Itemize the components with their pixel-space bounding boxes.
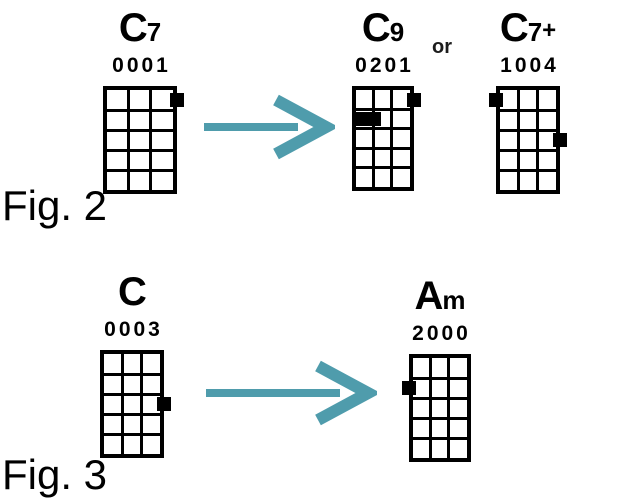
chord-diagram-c7: C7 0001 xyxy=(80,8,200,194)
fingering-c9: 0201 xyxy=(355,54,414,77)
finger-dot xyxy=(407,92,421,107)
substitution-arrow-fig2 xyxy=(204,94,335,160)
fretboard-inner xyxy=(107,90,184,190)
finger-dot xyxy=(553,133,567,147)
figure-2-label: Fig. 2 xyxy=(2,182,108,229)
finger-dot xyxy=(157,397,171,411)
fret-line xyxy=(413,396,467,400)
fret-line xyxy=(107,148,173,152)
chord-root: C xyxy=(361,6,391,50)
chord-root: A xyxy=(414,274,443,318)
fingering-c: 0003 xyxy=(104,318,163,341)
fretboard-inner xyxy=(354,90,421,187)
chord-name-am: Am xyxy=(380,276,500,320)
chord-name-c9: C9 xyxy=(323,8,443,52)
string-line xyxy=(390,90,394,187)
fret-line xyxy=(356,107,410,111)
string-line xyxy=(517,90,521,190)
fret-line xyxy=(500,148,556,152)
chord-root: C xyxy=(499,6,529,50)
fretboard-inner xyxy=(489,90,567,190)
fingering-am: 2000 xyxy=(412,322,471,345)
fret-line xyxy=(104,392,160,396)
fret-line xyxy=(356,166,410,170)
fretboard-inner xyxy=(104,354,171,454)
fret-line xyxy=(104,372,160,376)
fret-line xyxy=(107,108,173,112)
fret-line xyxy=(356,146,410,150)
string-line xyxy=(127,90,131,190)
figure-3-label: Fig. 3 xyxy=(2,451,108,498)
arrow-head xyxy=(273,94,335,160)
chord-quality: 7 xyxy=(146,17,162,47)
fingering-c7plus: 1004 xyxy=(500,54,559,77)
chord-quality: 9 xyxy=(389,17,405,47)
chord-name-c7: C7 xyxy=(80,8,200,52)
fretboard-grid-c xyxy=(100,350,171,458)
chord-name-c: C xyxy=(72,272,192,316)
string-line xyxy=(139,354,143,454)
fretboard-grid-c7 xyxy=(103,86,184,194)
fret-line xyxy=(413,416,467,420)
finger-dot xyxy=(402,381,416,395)
fret-line xyxy=(107,168,173,172)
finger-dot xyxy=(366,112,381,127)
fretboard-inner xyxy=(402,358,467,458)
chord-quality: m xyxy=(442,285,466,315)
fret-line xyxy=(500,128,556,132)
fingering-c7: 0001 xyxy=(112,54,171,77)
chord-alteration: + xyxy=(542,17,557,44)
string-line xyxy=(372,90,376,187)
string-line xyxy=(447,358,451,458)
fret-line xyxy=(500,108,556,112)
chord-name-c7plus: C7+ xyxy=(468,8,588,52)
chord-quality: 7 xyxy=(527,17,543,47)
chord-diagram-c: C 0003 xyxy=(72,272,192,458)
finger-dot xyxy=(354,112,368,127)
string-line xyxy=(429,358,433,458)
fretboard-grid-am xyxy=(402,354,471,462)
chord-diagram-am: Am 2000 xyxy=(380,276,500,462)
substitution-arrow-fig3 xyxy=(206,360,377,426)
chord-diagram-c9: C9 0201 xyxy=(323,8,443,191)
string-line xyxy=(121,354,125,454)
fret-line xyxy=(500,168,556,172)
string-line xyxy=(535,90,539,190)
chord-root: C xyxy=(118,270,147,314)
fret-line xyxy=(356,127,410,131)
chord-diagram-c7plus: C7+ 1004 xyxy=(468,8,588,194)
or-label: or xyxy=(432,36,452,58)
fret-line xyxy=(104,412,160,416)
finger-dot xyxy=(170,93,184,107)
string-line xyxy=(149,90,153,190)
fret-line xyxy=(413,436,467,440)
arrow-head xyxy=(315,360,377,426)
chord-root: C xyxy=(118,6,148,50)
fret-line xyxy=(104,432,160,436)
fret-line xyxy=(107,128,173,132)
finger-dot xyxy=(489,93,503,107)
fretboard-grid-c7plus xyxy=(489,86,567,194)
fretboard-grid-c9 xyxy=(352,86,421,191)
fret-line xyxy=(413,376,467,380)
